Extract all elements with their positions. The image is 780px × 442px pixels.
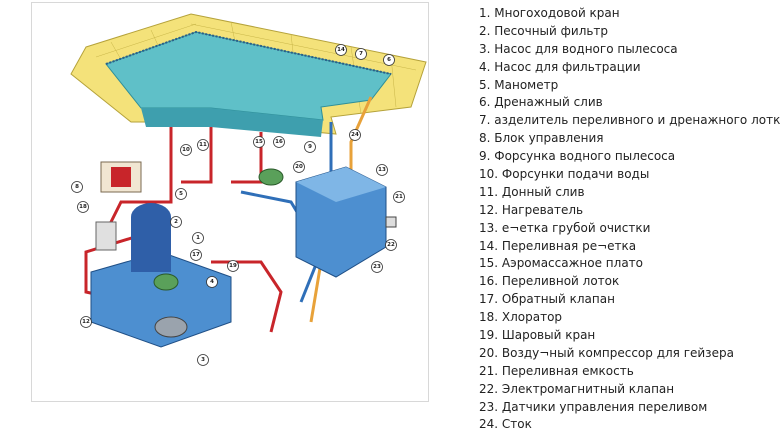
svg-text:21: 21 <box>395 194 403 200</box>
svg-text:10: 10 <box>182 147 190 153</box>
callout-9: 9 <box>305 142 316 153</box>
legend-item-9: 9. Форсунка водного пылесоса <box>479 148 780 166</box>
legend-item-16: 16. Переливной лоток <box>479 273 780 291</box>
legend-item-17: 17. Обратный клапан <box>479 291 780 309</box>
callout-15: 15 <box>254 137 265 148</box>
callout-11: 11 <box>198 140 209 151</box>
pool-illustration: 14 7 6 24 10 11 15 16 9 20 13 21 8 18 5 … <box>31 2 429 402</box>
svg-text:2: 2 <box>174 219 178 225</box>
air-compressor <box>259 169 283 185</box>
svg-text:16: 16 <box>275 139 283 145</box>
callout-4: 4 <box>207 277 218 288</box>
svg-text:22: 22 <box>387 242 395 248</box>
svg-text:1: 1 <box>196 235 200 241</box>
callout-24: 24 <box>350 130 361 141</box>
legend-item-20: 20. Возду¬ный компрессор для гейзера <box>479 345 780 363</box>
svg-text:13: 13 <box>378 167 386 173</box>
svg-text:9: 9 <box>308 144 312 150</box>
legend-item-23: 23. Датчики управления переливом <box>479 399 780 417</box>
callout-21: 21 <box>394 192 405 203</box>
svg-text:23: 23 <box>373 264 381 270</box>
legend-item-2: 2. Песочный фильтр <box>479 23 780 41</box>
callout-1: 1 <box>193 233 204 244</box>
legend-item-14: 14. Переливная ре¬етка <box>479 238 780 256</box>
callout-7: 7 <box>356 49 367 60</box>
legend-item-21: 21. Переливная емкость <box>479 363 780 381</box>
callout-14: 14 <box>336 45 347 56</box>
svg-text:19: 19 <box>229 263 237 269</box>
callout-17: 17 <box>191 250 202 261</box>
legend-item-7: 7. азделитель переливного и дренажного л… <box>479 112 780 130</box>
legend-item-3: 3. Насос для водного пылесоса <box>479 41 780 59</box>
callout-20: 20 <box>294 162 305 173</box>
vacuum-pump <box>155 317 187 337</box>
callout-13: 13 <box>377 165 388 176</box>
svg-text:12: 12 <box>82 319 90 325</box>
callout-10: 10 <box>181 145 192 156</box>
legend-item-5: 5. Манометр <box>479 77 780 95</box>
callout-23: 23 <box>372 262 383 273</box>
svg-text:15: 15 <box>255 139 263 145</box>
chlorinator <box>96 222 116 250</box>
filtration-pump <box>154 274 178 290</box>
solenoid-valve <box>386 217 396 227</box>
svg-text:7: 7 <box>359 51 363 57</box>
svg-text:3: 3 <box>201 357 205 363</box>
legend-item-13: 13. е¬етка грубой очистки <box>479 220 780 238</box>
legend-item-1: 1. Многоходовой кран <box>479 5 780 23</box>
pool-equipment-diagram: 14 7 6 24 10 11 15 16 9 20 13 21 8 18 5 … <box>31 2 429 402</box>
legend-item-11: 11. Донный слив <box>479 184 780 202</box>
callout-2: 2 <box>171 217 182 228</box>
svg-text:11: 11 <box>199 142 207 148</box>
legend-item-18: 18. Хлоратор <box>479 309 780 327</box>
legend-list: 1. Многоходовой кран 2. Песочный фильтр … <box>479 5 780 434</box>
legend-item-19: 19. Шаровый кран <box>479 327 780 345</box>
callout-19: 19 <box>228 261 239 272</box>
callout-16: 16 <box>274 137 285 148</box>
svg-text:18: 18 <box>79 204 87 210</box>
legend-item-4: 4. Насос для фильтрации <box>479 59 780 77</box>
callout-3: 3 <box>198 355 209 366</box>
callout-22: 22 <box>386 240 397 251</box>
svg-text:24: 24 <box>351 132 359 138</box>
legend-item-12: 12. Нагреватель <box>479 202 780 220</box>
svg-text:5: 5 <box>179 191 183 197</box>
control-unit-panel <box>111 167 131 187</box>
legend-item-15: 15. Аэромассажное плато <box>479 255 780 273</box>
legend-item-8: 8. Блок управления <box>479 130 780 148</box>
svg-text:14: 14 <box>337 47 345 53</box>
svg-text:6: 6 <box>387 57 391 63</box>
legend-item-10: 10. Форсунки подачи воды <box>479 166 780 184</box>
svg-text:17: 17 <box>192 252 200 258</box>
svg-text:8: 8 <box>75 184 79 190</box>
sand-filter-body <box>131 217 171 272</box>
legend-item-24: 24. Сток <box>479 416 780 434</box>
legend-item-22: 22. Электромагнитный клапан <box>479 381 780 399</box>
callout-18: 18 <box>78 202 89 213</box>
svg-text:20: 20 <box>295 164 303 170</box>
callout-6: 6 <box>384 55 395 66</box>
callout-8: 8 <box>72 182 83 193</box>
svg-text:4: 4 <box>210 279 214 285</box>
callout-5: 5 <box>176 189 187 200</box>
callout-12: 12 <box>81 317 92 328</box>
legend-item-6: 6. Дренажный слив <box>479 94 780 112</box>
